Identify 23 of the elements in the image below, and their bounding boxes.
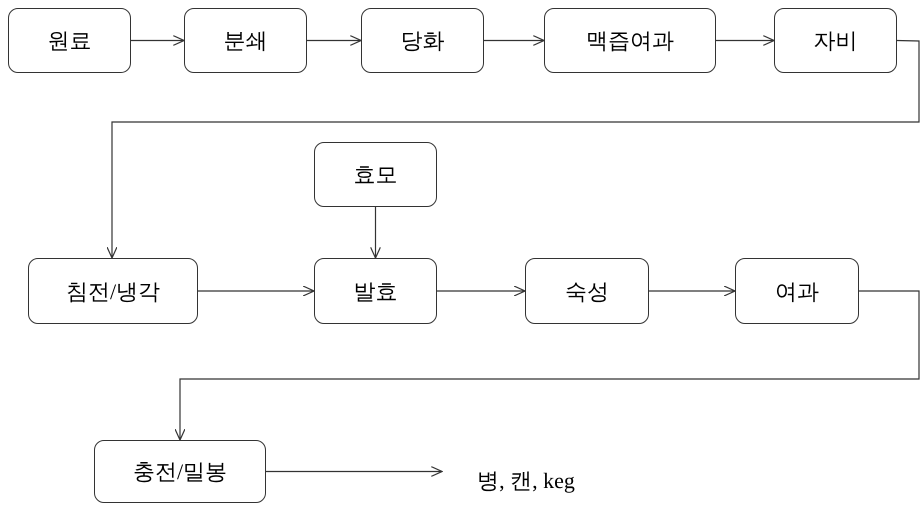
- output-label: 병, 캔, keg: [446, 464, 606, 496]
- process-box: 분쇄: [184, 8, 307, 73]
- arrow: [437, 285, 526, 297]
- arrow: [266, 466, 443, 478]
- process-box: 숙성: [525, 258, 649, 324]
- process-box: 발효: [314, 258, 437, 324]
- arrow: [484, 34, 545, 46]
- process-box: 효모: [314, 142, 437, 207]
- arrow: [370, 207, 382, 259]
- process-box: 충전/밀봉: [94, 440, 266, 503]
- arrow: [649, 285, 736, 297]
- arrow: [307, 34, 362, 46]
- process-box: 원료: [8, 8, 131, 73]
- process-box: 여과: [735, 258, 859, 324]
- process-box: 당화: [361, 8, 484, 73]
- arrow: [716, 34, 775, 46]
- process-box: 침전/냉각: [28, 258, 198, 324]
- arrow: [174, 290, 920, 441]
- arrow: [106, 40, 920, 259]
- arrow: [198, 285, 315, 297]
- arrow: [131, 34, 185, 46]
- process-box: 맥즙여과: [544, 8, 716, 73]
- process-box: 자비: [774, 8, 897, 73]
